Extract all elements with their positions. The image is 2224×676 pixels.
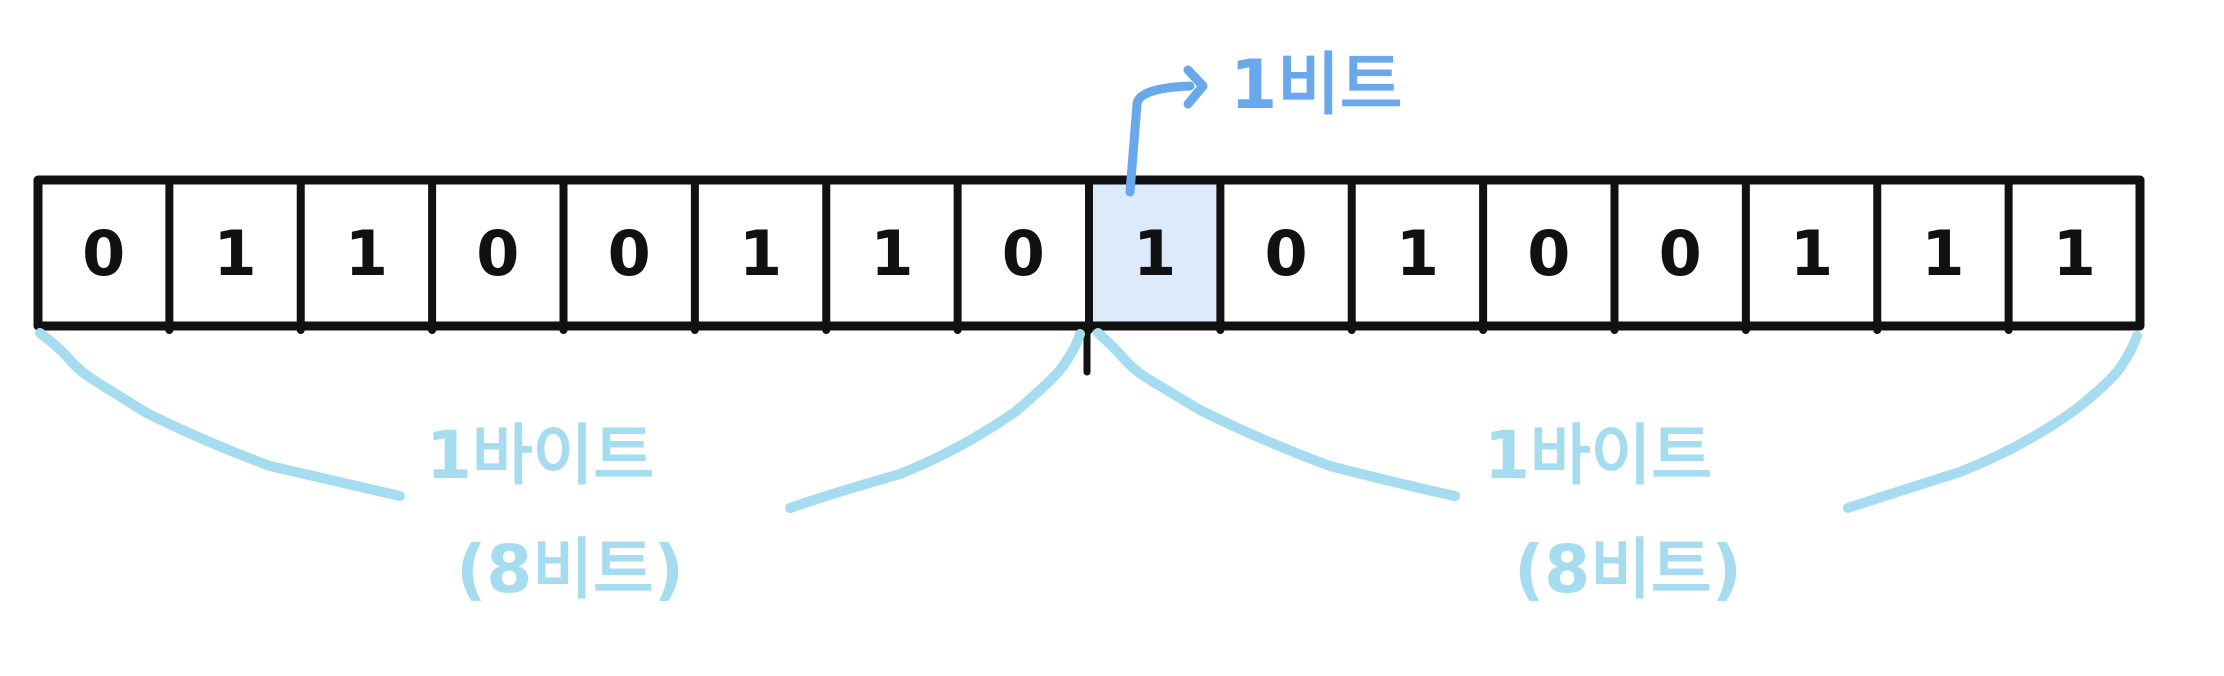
- bit-value: 1: [2053, 217, 2096, 290]
- bit-cells: 0 1 1 0 0 1 1 0 1 0 1 0 0 1 1 1: [33, 175, 2145, 334]
- byte-right-brace-right-half: [1843, 331, 2142, 513]
- byte-right-label-line1: 1바이트: [1484, 417, 1712, 494]
- bit-pointer-arrowhead: [1183, 65, 1208, 109]
- bit-value: 0: [82, 217, 125, 290]
- bit-label: 1비트: [1230, 46, 1402, 125]
- byte-left-label-line1: 1바이트: [426, 417, 654, 494]
- byte-right-brace-left-half: [1093, 328, 1460, 501]
- bit-value: 1: [213, 217, 256, 290]
- bit-value: 0: [476, 217, 519, 290]
- bit-value: 1: [870, 217, 913, 290]
- bit-value: 1: [345, 217, 388, 290]
- highlighted-bit-background: [1093, 184, 1217, 322]
- byte-left-brace-left-half: [35, 328, 405, 501]
- bit-pointer-arrow: [1125, 81, 1195, 197]
- bit-value: 1: [739, 217, 782, 290]
- byte-right-label-line2: (8비트): [1514, 531, 1742, 608]
- bit-value: 1: [1133, 217, 1176, 290]
- bit-value: 0: [1659, 217, 1702, 290]
- bit-value: 0: [1002, 217, 1045, 290]
- byte-left-label-line2: (8비트): [456, 531, 684, 608]
- bit-value: 0: [1264, 217, 1307, 290]
- bit-value: 0: [1527, 217, 1570, 290]
- bit-value: 1: [1790, 217, 1833, 290]
- bit-value: 1: [1396, 217, 1439, 290]
- byte-left-brace-right-half: [785, 329, 1085, 513]
- bit-value: 0: [608, 217, 651, 290]
- bit-value: 1: [1921, 217, 1964, 290]
